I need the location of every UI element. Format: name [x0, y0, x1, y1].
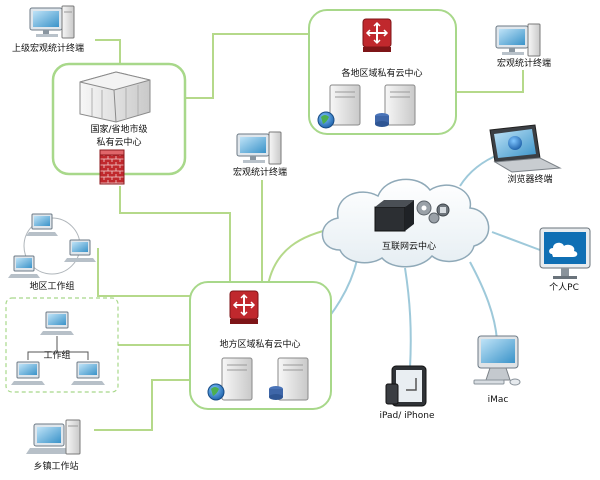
national-center-label-line2: 私有云中心 — [96, 136, 141, 148]
ipad-iphone-device-icon — [385, 365, 427, 407]
workgroup-computer-icon-top — [40, 311, 74, 335]
regional-database-server-icon — [375, 84, 416, 127]
area-workgroup-label: 地区工作组 — [29, 280, 74, 292]
personal-pc-label: 个人PC — [549, 282, 579, 293]
browser-terminal-laptop-icon — [489, 124, 562, 173]
macro-terminal-mid-computer-icon — [236, 131, 282, 165]
cloud-server-gears-icon — [374, 200, 450, 232]
workgroup-panel — [5, 297, 119, 393]
area-workgroup-computer-icon-3 — [8, 255, 40, 278]
regional-router-icon — [362, 18, 392, 52]
workgroup-tree-lines — [27, 336, 89, 360]
national-server-cluster-icon — [79, 71, 151, 123]
local-database-server-icon — [269, 357, 309, 401]
browser-terminal-label: 浏览器终端 — [507, 173, 552, 185]
regional-centers-label: 各地区域私有云中心 — [341, 67, 422, 79]
macro-terminal-right-label: 宏观统计终端 — [497, 57, 551, 69]
macro-terminal-right-computer-icon — [495, 23, 541, 57]
imac-computer-icon — [473, 335, 521, 386]
national-center-label-line1: 国家/省地市级 — [90, 123, 147, 135]
internet-cloud-label: 互联网云中心 — [382, 240, 436, 252]
personal-pc-monitor-icon — [539, 227, 591, 279]
local-router-icon — [229, 290, 259, 324]
macro-terminal-mid-label: 宏观统计终端 — [233, 166, 287, 178]
upper-terminal-computer-icon — [29, 5, 75, 39]
regional-web-server-icon — [317, 84, 361, 129]
town-station-computer-icon — [26, 419, 81, 455]
area-workgroup-computer-icon-2 — [64, 239, 96, 262]
upper-terminal-label: 上级宏观统计终端 — [12, 42, 84, 54]
workgroup-computer-icon-right — [71, 361, 105, 385]
local-center-label: 地方区域私有云中心 — [219, 338, 300, 350]
local-web-server-icon — [207, 357, 253, 401]
imac-label: iMac — [488, 395, 509, 405]
town-station-label: 乡镇工作站 — [33, 460, 78, 472]
workgroup-label: 工作组 — [43, 349, 70, 361]
national-firewall-icon — [99, 149, 125, 185]
workgroup-computer-icon-left — [11, 361, 45, 385]
ipad-iphone-label: iPad/ iPhone — [379, 411, 434, 421]
area-workgroup-computer-icon-1 — [26, 213, 58, 236]
